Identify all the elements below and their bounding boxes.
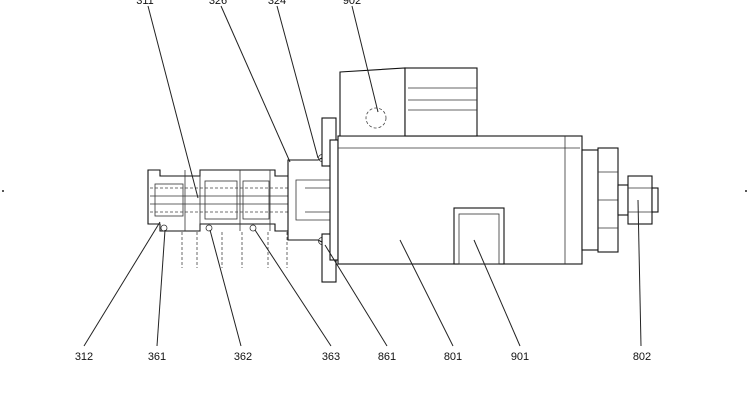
callout-901: 901 [511,351,529,363]
callout-363: 363 [322,351,340,363]
callout-324: 324 [268,0,286,7]
callout-labels-top: 311 326 324 902 [136,0,361,7]
callout-801: 801 [444,351,462,363]
callout-311: 311 [136,0,154,7]
callout-312: 312 [75,351,93,363]
callout-labels-bottom: 312 361 362 363 861 801 901 802 [75,351,651,363]
callout-326: 326 [209,0,227,7]
solenoid-body [337,67,583,265]
callout-861: 861 [378,351,396,363]
valve-sleeve [147,169,350,268]
callout-902: 902 [343,0,361,7]
callout-361: 361 [148,351,166,363]
left-edge-mark [2,190,4,192]
right-edge-mark [745,190,747,192]
leader-lines [83,5,642,347]
hex-nut [581,147,629,253]
manual-override-button [627,175,659,225]
callout-802: 802 [633,351,651,363]
callout-362: 362 [234,351,252,363]
